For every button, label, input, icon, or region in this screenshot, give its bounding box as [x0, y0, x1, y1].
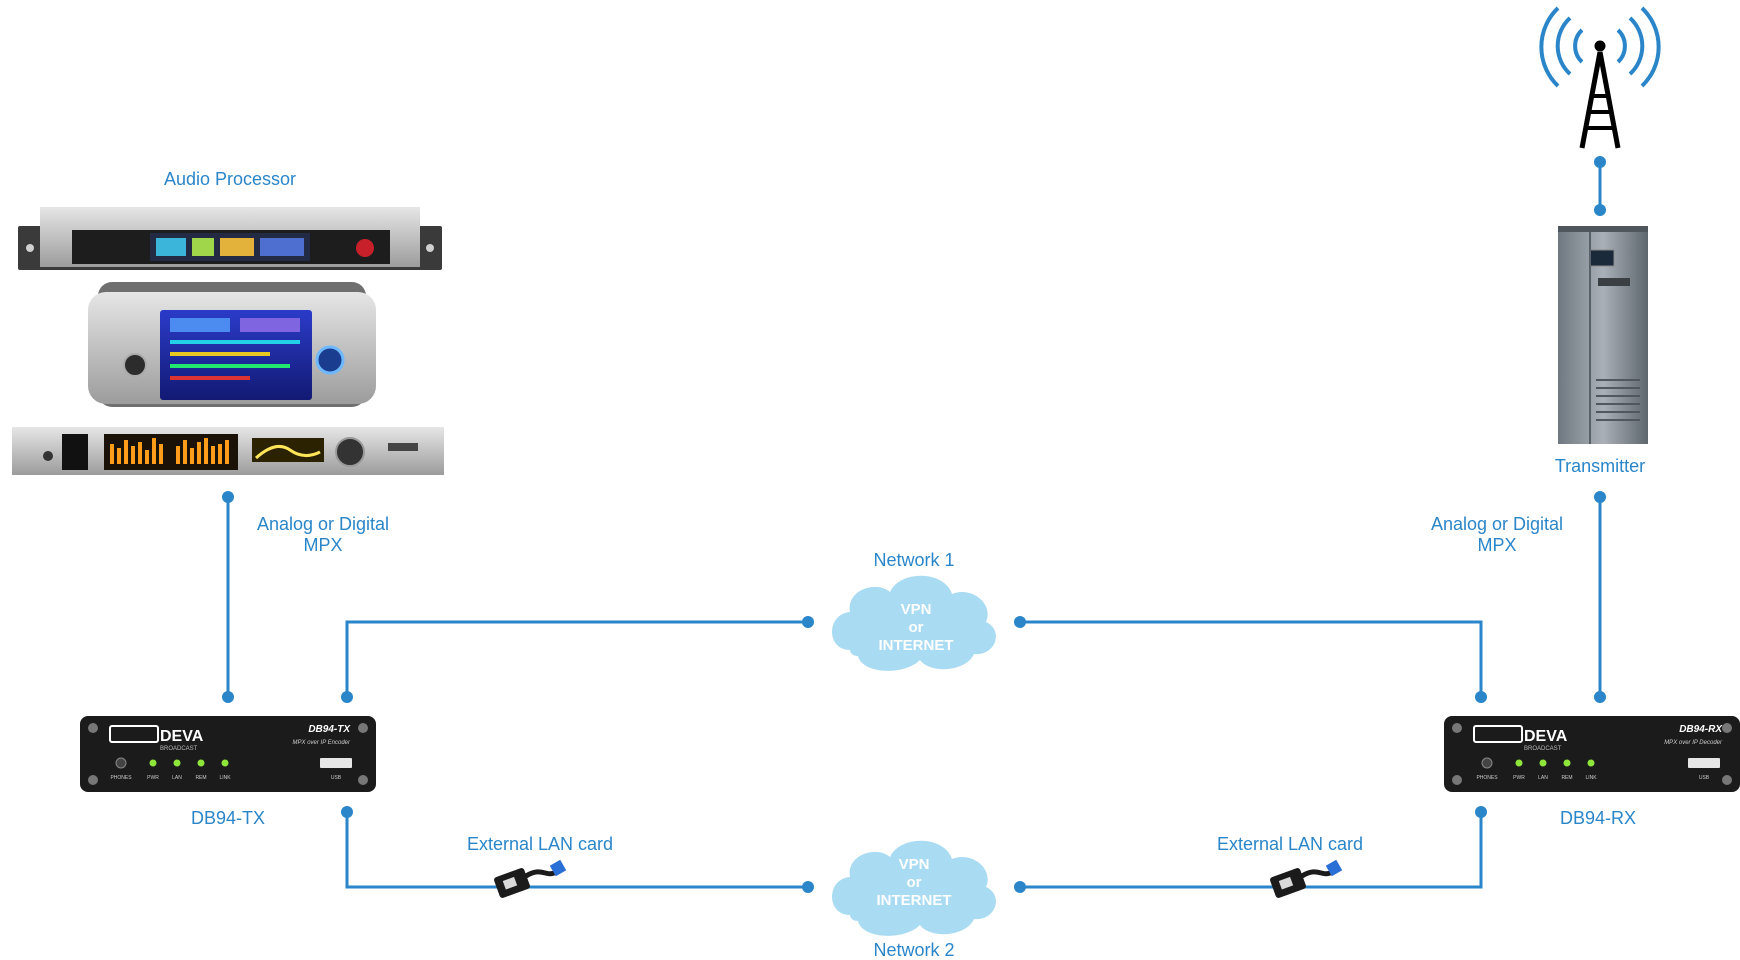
tx-subtitle: MPX over IP Encoder — [293, 740, 351, 746]
mpx-label-left-line2: MPX — [303, 535, 342, 555]
link-tx-network2 — [345, 812, 808, 889]
tx-brand-sub: BROADCAST — [160, 746, 198, 752]
mpx-label-right-line1: Analog or Digital — [1431, 514, 1563, 534]
tx-port-pwr: PWR — [147, 775, 159, 781]
tx-port-rem: REM — [195, 775, 206, 781]
tx-usb-label: USB — [331, 775, 342, 781]
audio-processor-label: Audio Processor — [164, 169, 296, 189]
audio-processor-rack-3 — [12, 427, 444, 475]
ext-lan-label-right: External LAN card — [1217, 834, 1363, 854]
rx-port-phones: PHONES — [1476, 775, 1498, 781]
db94-rx-device: DEVA BROADCAST DB94-RX MPX over IP Decod… — [1444, 716, 1740, 792]
antenna-tower-icon — [1539, 6, 1661, 149]
audio-processor-rack-1 — [18, 207, 442, 270]
link-network1-rx — [1020, 620, 1483, 697]
cloud2-line3: INTERNET — [877, 892, 952, 909]
tx-brand: DEVA — [160, 728, 204, 745]
network1-label: Network 1 — [873, 550, 954, 570]
tx-model: DB94-TX — [308, 724, 351, 735]
rx-subtitle: MPX over IP Decoder — [1664, 740, 1723, 746]
rx-model: DB94-RX — [1679, 724, 1723, 735]
rx-usb-label: USB — [1699, 775, 1710, 781]
cloud2-line2: or — [907, 874, 922, 891]
transmitter-label: Transmitter — [1555, 456, 1645, 476]
connection-lines — [226, 162, 1602, 889]
link-network2-rx — [1020, 812, 1483, 889]
rx-brand: DEVA — [1524, 728, 1568, 745]
tx-port-link: LINK — [219, 775, 231, 781]
usb-lan-adapter-icon — [1270, 859, 1343, 898]
rx-port-pwr: PWR — [1513, 775, 1525, 781]
tx-port-phones: PHONES — [110, 775, 132, 781]
rx-device-name: DB94-RX — [1560, 808, 1636, 828]
connection-dots — [222, 156, 1606, 893]
cloud-network1: VPN or INTERNET — [832, 575, 996, 671]
db94-tx-device: DEVA BROADCAST DB94-TX MPX over IP Encod… — [80, 716, 376, 792]
cloud-network2: VPN or INTERNET — [832, 840, 996, 936]
cloud2-line1: VPN — [899, 856, 930, 873]
rx-brand-sub: BROADCAST — [1524, 746, 1562, 752]
tx-device-name: DB94-TX — [191, 808, 265, 828]
mpx-label-left-line1: Analog or Digital — [257, 514, 389, 534]
usb-lan-adapter-icon — [494, 859, 567, 898]
rx-port-rem: REM — [1561, 775, 1572, 781]
link-tx-network1 — [345, 620, 808, 697]
cloud1-line1: VPN — [901, 601, 932, 618]
transmitter-cabinet — [1558, 226, 1648, 444]
tx-port-lan: LAN — [172, 775, 182, 781]
cloud1-line2: or — [909, 619, 924, 636]
rx-port-link: LINK — [1585, 775, 1597, 781]
mpx-label-right-line2: MPX — [1477, 535, 1516, 555]
network2-label: Network 2 — [873, 940, 954, 960]
ext-lan-label-left: External LAN card — [467, 834, 613, 854]
rx-port-lan: LAN — [1538, 775, 1548, 781]
audio-processor-touchscreen — [88, 282, 376, 407]
cloud1-line3: INTERNET — [879, 637, 954, 654]
